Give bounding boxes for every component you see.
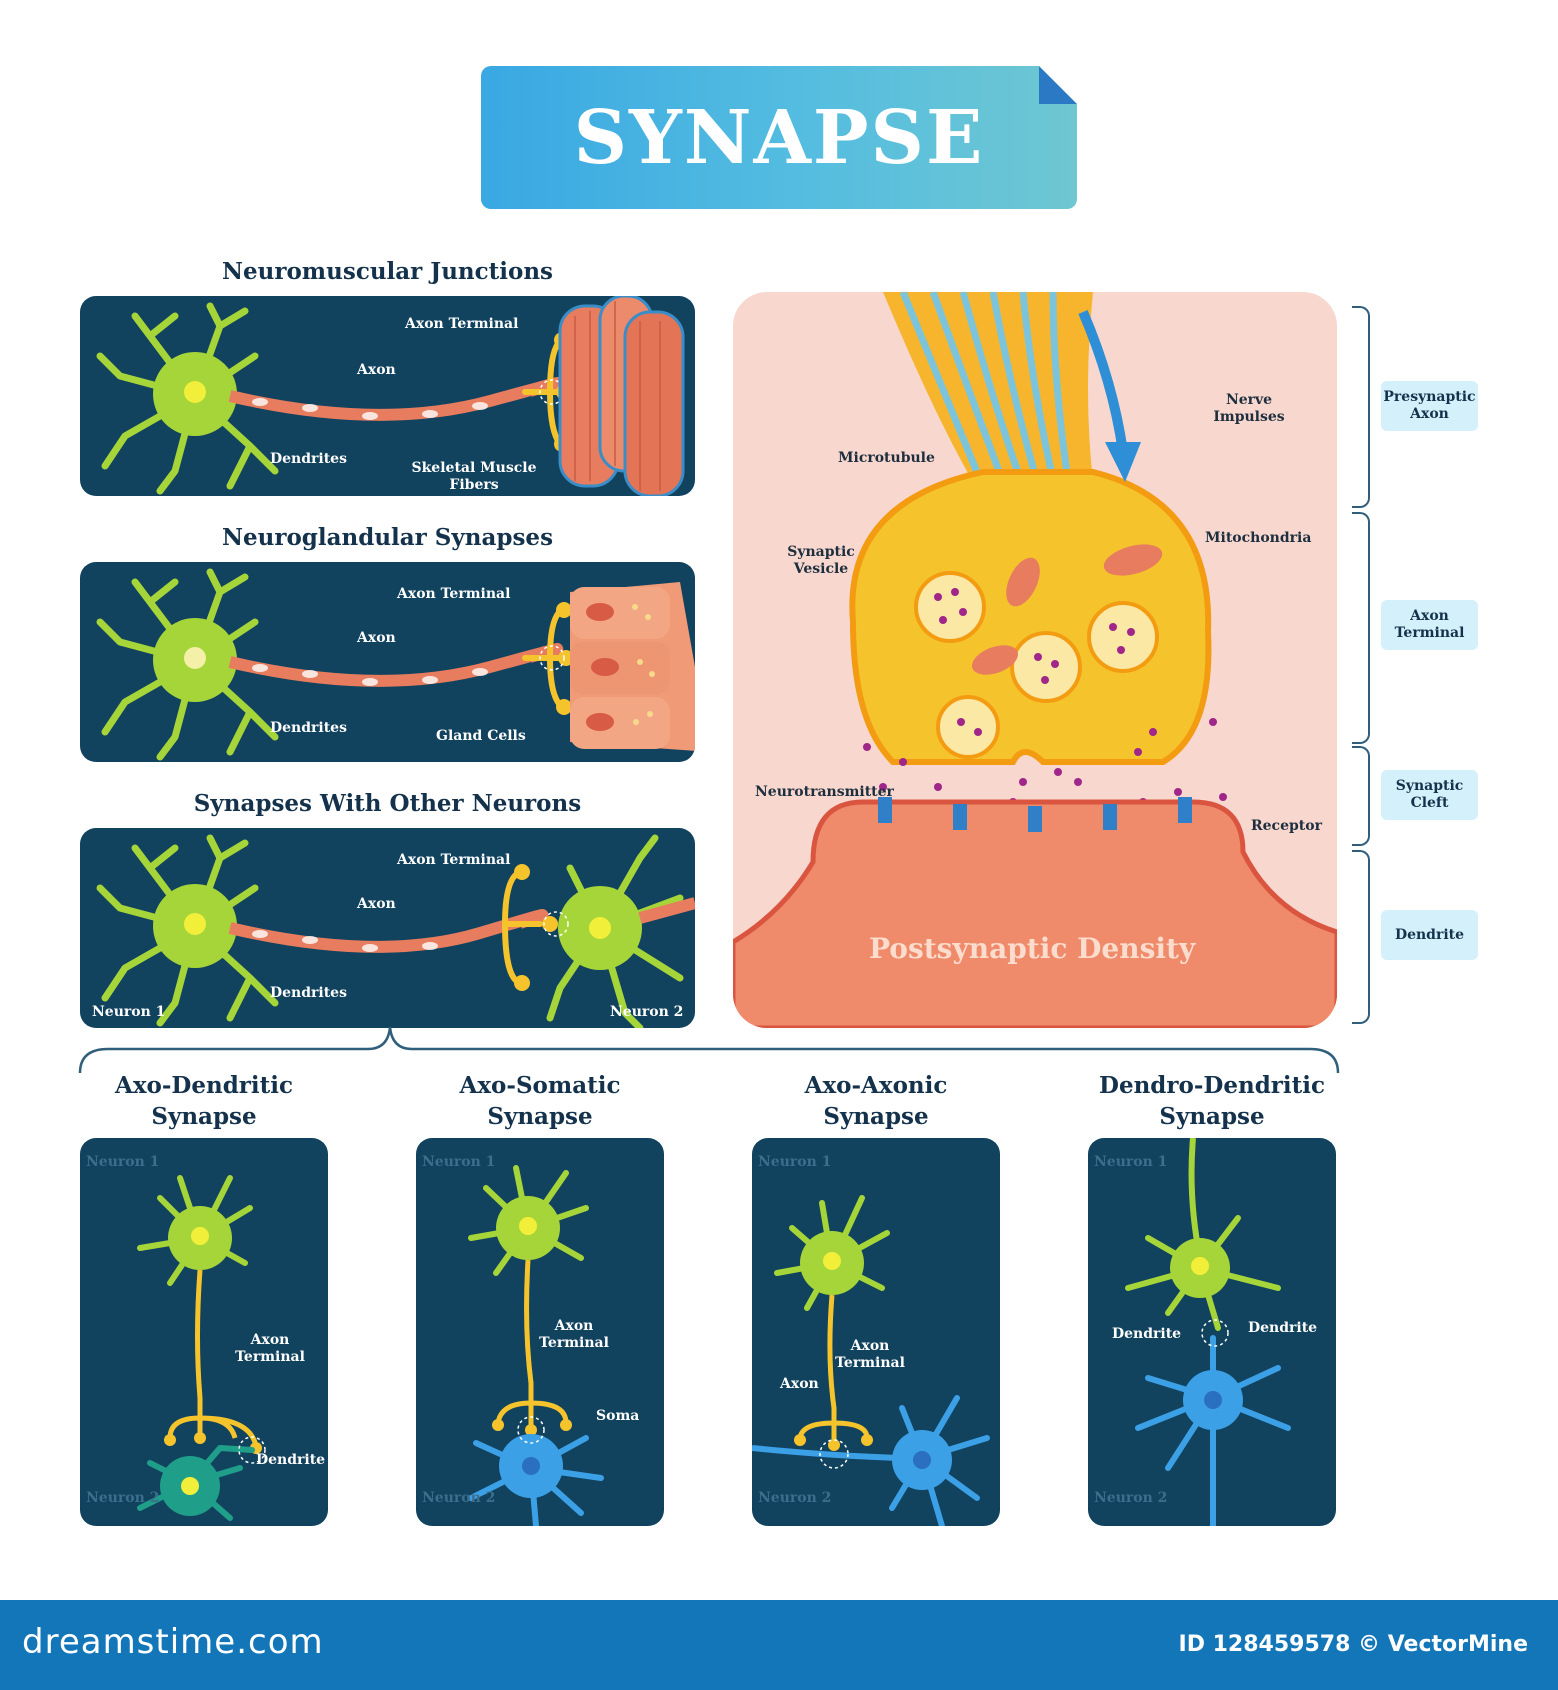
panel-dendro-dendritic: Neuron 1 Neuron 2 Dendrite Dendrite bbox=[1088, 1138, 1336, 1526]
label-mitochondria: Mitochondria bbox=[1205, 530, 1312, 546]
footer-bar: dreamstime.com ID 128459578 © VectorMine bbox=[0, 1600, 1558, 1690]
label-soma: Soma bbox=[596, 1408, 640, 1424]
mitochondria bbox=[972, 544, 1163, 675]
label-dendrite-right: Dendrite bbox=[1248, 1320, 1318, 1336]
other-neurons-illustration bbox=[96, 834, 695, 1028]
myelin-gaps bbox=[252, 398, 488, 420]
gland-cells bbox=[570, 582, 695, 751]
neuron-nucleus bbox=[184, 647, 206, 669]
label-gland-cells: Gland Cells bbox=[436, 728, 526, 744]
label-neuron1: Neuron 1 bbox=[86, 1154, 160, 1170]
bracket-dendrite bbox=[1352, 850, 1370, 1024]
dendro-dendritic-illustration bbox=[1125, 1138, 1291, 1526]
heading-other-neurons: Synapses With Other Neurons bbox=[193, 790, 582, 817]
postsynaptic-dendrite bbox=[733, 799, 1337, 1028]
label-dendrites: Dendrites bbox=[270, 720, 347, 736]
synapse-detail-illustration bbox=[733, 292, 1337, 1028]
neuromuscular-illustration bbox=[96, 296, 685, 496]
label-dendrite-left: Dendrite bbox=[1112, 1326, 1182, 1342]
label-axon: Axon bbox=[357, 630, 396, 646]
label-dendrites: Dendrites bbox=[270, 451, 347, 467]
label-neuron2: Neuron 2 bbox=[758, 1490, 832, 1506]
types-brace bbox=[78, 1026, 1340, 1074]
axon-terminal-bulb bbox=[849, 469, 1212, 765]
neuroglandular-illustration bbox=[96, 568, 695, 761]
label-postsynaptic-density: Postsynaptic Density bbox=[869, 932, 1196, 965]
axon-terminal-branches bbox=[502, 869, 543, 986]
axon-terminal-branches bbox=[522, 338, 565, 447]
label-neuron1: Neuron 1 bbox=[758, 1154, 832, 1170]
heading-neuroglandular: Neuroglandular Synapses bbox=[221, 524, 554, 551]
panel-neuroglandular: Axon Terminal Axon Dendrites Gland Cells bbox=[80, 562, 695, 762]
synaptic-vesicles bbox=[914, 571, 1159, 759]
bracket-presynaptic-axon bbox=[1352, 306, 1370, 508]
page-title: SYNAPSE bbox=[573, 94, 985, 181]
neuron2-nucleus bbox=[589, 917, 611, 939]
label-neuron1: Neuron 1 bbox=[1094, 1154, 1168, 1170]
title-banner: SYNAPSE bbox=[481, 66, 1077, 209]
neuron1-nucleus bbox=[184, 913, 206, 935]
neuron-nucleus bbox=[184, 381, 206, 403]
label-neuron1: Neuron 1 bbox=[422, 1154, 496, 1170]
side-box-dendrite: Dendrite bbox=[1381, 910, 1478, 960]
label-neuron2: Neuron 2 bbox=[86, 1490, 160, 1506]
label-receptor: Receptor bbox=[1251, 818, 1322, 834]
skeletal-muscle-fibers bbox=[558, 296, 685, 496]
target-axon bbox=[752, 1445, 903, 1461]
label-axon: Axon bbox=[357, 896, 396, 912]
label-neuron1: Neuron 1 bbox=[92, 1004, 166, 1020]
label-axon: Axon bbox=[357, 362, 396, 378]
axon-terminal-branches bbox=[522, 607, 567, 710]
nerve-impulse-arrow bbox=[1078, 310, 1128, 453]
label-dendrites: Dendrites bbox=[270, 985, 347, 1001]
label-axon-terminal: Axon Terminal bbox=[405, 316, 519, 332]
axo-somatic-illustration bbox=[468, 1165, 604, 1526]
footer-brand[interactable]: dreamstime.com bbox=[22, 1622, 324, 1662]
heading-neuromuscular: Neuromuscular Junctions bbox=[221, 258, 554, 285]
axon-myelin bbox=[228, 643, 564, 687]
receptors bbox=[878, 797, 1192, 832]
label-neurotransmitter: Neurotransmitter bbox=[755, 784, 894, 800]
label-axon-terminal: Axon Terminal bbox=[397, 586, 511, 602]
panel-neuromuscular: Axon Terminal Axon Dendrites Skeletal Mu… bbox=[80, 296, 695, 496]
bracket-axon-terminal bbox=[1352, 512, 1370, 744]
label-dendrite: Dendrite bbox=[256, 1452, 326, 1468]
label-neuron2: Neuron 2 bbox=[1094, 1490, 1168, 1506]
footer-credit: ID 128459578 © VectorMine bbox=[1178, 1632, 1528, 1657]
banner-fold-corner bbox=[1039, 66, 1077, 104]
axon-myelin bbox=[228, 909, 549, 953]
axo-dendritic-illustration bbox=[137, 1175, 266, 1521]
label-microtubule: Microtubule bbox=[838, 450, 935, 466]
label-neuron2: Neuron 2 bbox=[610, 1004, 684, 1020]
bracket-synaptic-cleft bbox=[1352, 746, 1370, 846]
label-axon: Axon bbox=[780, 1376, 819, 1392]
axon-myelin bbox=[228, 377, 564, 421]
axo-axonic-illustration bbox=[752, 1195, 990, 1526]
panel-other-neurons: Axon Terminal Axon Dendrites Neuron 1 Ne… bbox=[80, 828, 695, 1028]
label-neuron2: Neuron 2 bbox=[422, 1490, 496, 1506]
label-axon-terminal: Axon Terminal bbox=[397, 852, 511, 868]
